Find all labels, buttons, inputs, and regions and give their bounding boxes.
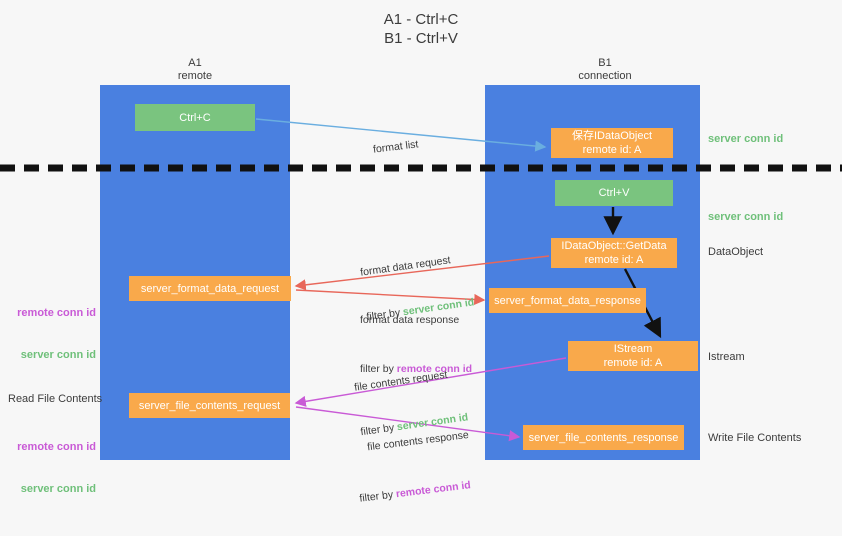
box-idataobject-getdata[interactable]: IDataObject::GetData remote id: A: [551, 238, 677, 268]
flow-label-file-contents-response-filter: filter by remote conn id: [359, 478, 476, 507]
label-read-file-contents: Read File Contents: [8, 393, 103, 405]
label-conn-ids-bottom: remote conn id server conn id: [8, 412, 96, 524]
column-header-a1: A1 remote: [177, 57, 213, 82]
flow-label-format-list: format list: [369, 108, 423, 188]
box-ctrl-v[interactable]: Ctrl+V: [555, 180, 673, 206]
filter-value-remote-conn-id: remote conn id: [396, 363, 473, 375]
phase-divider-dashed-line: [0, 164, 842, 172]
column-header-b1: B1 connection: [578, 57, 632, 82]
box-idataobject-getdata-line1: IDataObject::GetData: [561, 240, 667, 252]
box-ctrl-c[interactable]: Ctrl+C: [135, 104, 255, 131]
flow-label-format-data-response: format data response filter by remote co…: [360, 283, 472, 407]
flow-label-format-data-response-filter: filter by remote conn id: [360, 362, 472, 377]
box-save-idataobject-line2: remote id: A: [582, 144, 642, 156]
flow-label-format-data-request-text: format data request: [359, 254, 452, 279]
box-ctrl-c-label: Ctrl+C: [179, 111, 211, 124]
box-istream-line2: remote id: A: [603, 357, 663, 369]
label-data-object: DataObject: [708, 246, 764, 258]
box-server-format-data-response-label: server_format_data_response: [494, 294, 641, 307]
box-server-file-contents-response-label: server_file_contents_response: [528, 431, 679, 444]
box-istream-line1: IStream: [613, 343, 653, 355]
label-remote-conn-id: remote conn id: [17, 307, 96, 319]
box-server-format-data-request[interactable]: server_format_data_request: [129, 276, 291, 301]
flow-label-file-contents-response-text: file contents response: [366, 429, 470, 454]
box-server-format-data-response[interactable]: server_format_data_response: [489, 288, 646, 313]
box-server-file-contents-response[interactable]: server_file_contents_response: [523, 425, 684, 450]
box-server-file-contents-request[interactable]: server_file_contents_request: [129, 393, 290, 418]
label-write-file-contents: Write File Contents: [708, 432, 802, 444]
label-istream: Istream: [708, 351, 745, 363]
label-server-conn-id: server conn id: [20, 349, 96, 361]
filter-value-remote-conn-id: remote conn id: [395, 479, 472, 501]
filter-prefix: filter by: [358, 488, 397, 505]
filter-prefix: filter by: [360, 363, 397, 375]
box-ctrl-v-label: Ctrl+V: [598, 187, 630, 199]
flow-label-format-data-response-text: format data response: [360, 314, 460, 326]
page-title: A1 - Ctrl+C B1 - Ctrl+V: [383, 11, 459, 47]
flow-label-file-contents-request-text: file contents request: [353, 368, 449, 394]
label-server-conn-id: server conn id: [20, 483, 96, 495]
diagram-canvas: A1 - Ctrl+C B1 - Ctrl+V A1 remote B1 con…: [0, 11, 842, 505]
box-server-file-contents-request-label: server_file_contents_request: [138, 399, 281, 412]
flow-label-format-list-text: format list: [372, 138, 420, 156]
label-conn-ids-middle: remote conn id server conn id: [8, 278, 96, 390]
box-idataobject-getdata-line2: remote id: A: [584, 254, 644, 266]
box-save-idataobject-line1: 保存IDataObject: [571, 130, 653, 142]
box-istream[interactable]: IStream remote id: A: [568, 341, 698, 371]
label-server-conn-id-top: server conn id: [708, 133, 784, 145]
box-server-format-data-request-label: server_format_data_request: [140, 282, 280, 295]
label-remote-conn-id: remote conn id: [17, 441, 96, 453]
box-save-idataobject[interactable]: 保存IDataObject remote id: A: [551, 128, 673, 158]
label-server-conn-id-mid: server conn id: [708, 211, 784, 223]
flow-label-file-contents-response: file contents response filter by remote …: [359, 398, 480, 535]
